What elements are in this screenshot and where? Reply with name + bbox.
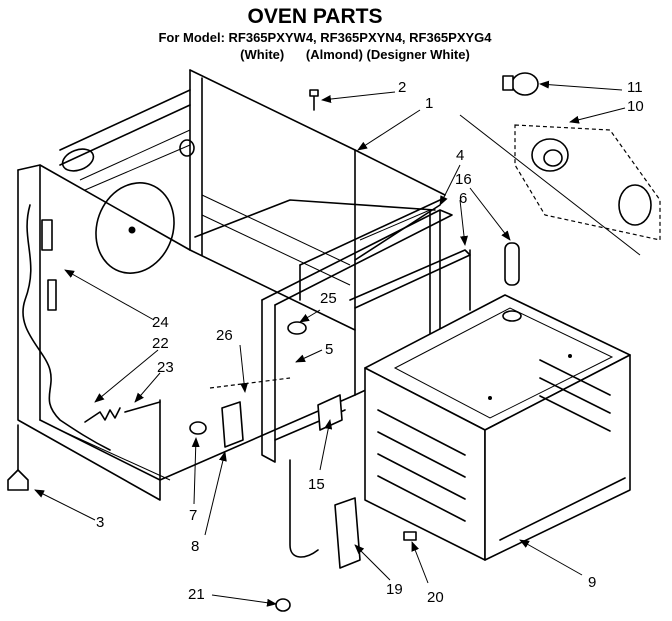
callout-1: 1 (425, 95, 433, 112)
lamp-assembly-drawing (459, 72, 661, 256)
page-title: OVEN PARTS (248, 5, 383, 28)
front-frame-drawing (261, 199, 471, 463)
callout-23: 23 (157, 359, 174, 376)
callout-numbers: 1 2 3 4 5 6 7 8 9 10 11 15 16 19 20 21 2… (96, 79, 644, 606)
callout-16: 16 (455, 171, 472, 188)
callout-15: 15 (308, 476, 325, 493)
callout-3: 3 (96, 514, 104, 531)
leader-lines (34, 80, 626, 607)
callout-7: 7 (189, 507, 197, 524)
callout-10: 10 (627, 98, 644, 115)
callout-22: 22 (152, 335, 169, 352)
callout-8: 8 (191, 538, 199, 555)
callout-21: 21 (188, 586, 205, 603)
callout-19: 19 (386, 581, 403, 598)
callout-11: 11 (627, 79, 643, 96)
callout-26: 26 (216, 327, 233, 344)
callout-24: 24 (152, 314, 169, 331)
callout-20: 20 (427, 589, 444, 606)
callout-4: 4 (456, 147, 464, 164)
color-names: (White) (Almond) (Designer White) (240, 47, 470, 62)
oven-rack-drawing (364, 294, 631, 561)
wire-harness-drawing (22, 204, 111, 451)
small-parts-drawing (7, 89, 522, 612)
callout-25: 25 (320, 290, 337, 307)
callout-5: 5 (325, 341, 333, 358)
callout-9: 9 (588, 574, 596, 591)
callout-6: 6 (459, 190, 467, 207)
callout-2: 2 (398, 79, 406, 96)
model-numbers: For Model: RF365PXYW4, RF365PXYN4, RF365… (158, 30, 492, 45)
